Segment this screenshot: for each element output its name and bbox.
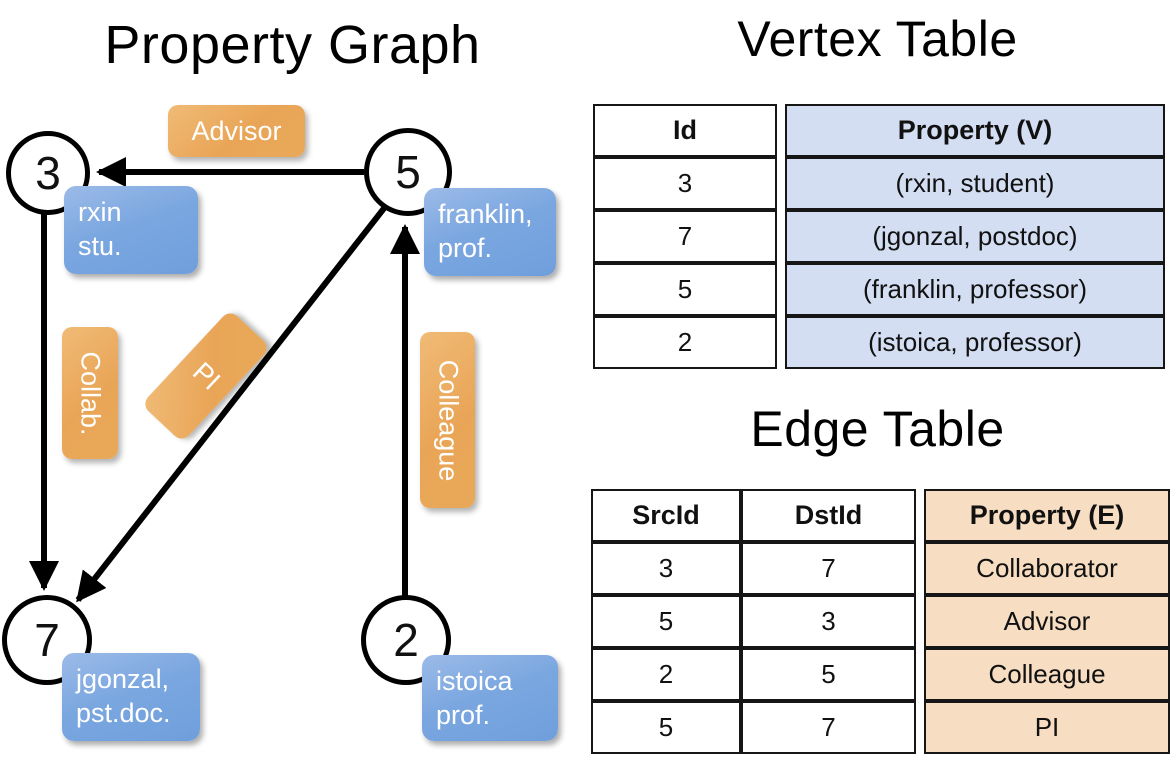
- edge-label-advisor: Advisor: [191, 115, 282, 146]
- page-title-edge-table: Edge Table: [750, 401, 1005, 457]
- edge-label-collab: Collab.: [75, 350, 106, 436]
- table-row[interactable]: 2 (istoica, professor): [593, 316, 1165, 369]
- edge-row-2-dst: 5: [741, 648, 916, 701]
- vertex-table-header-row: Id Property (V): [593, 104, 1165, 157]
- vertex-table-col-id: Id: [593, 104, 777, 157]
- column-gap: [916, 595, 924, 648]
- column-gap: [777, 157, 785, 210]
- edge-row-2-src: 2: [591, 648, 741, 701]
- edge-label-box-collab: Collab.: [62, 327, 118, 459]
- edge-row-1-src: 5: [591, 595, 741, 648]
- vertex-property-box-jgonzal: jgonzal, pst.doc.: [62, 653, 200, 741]
- vertex-property-istoica-line1: istoica: [436, 666, 513, 696]
- edge-label-box-advisor: Advisor: [168, 105, 305, 157]
- table-row[interactable]: 5 7 PI: [591, 701, 1170, 754]
- column-gap: [916, 648, 924, 701]
- column-gap: [777, 104, 785, 157]
- vertex-row-3-property: (istoica, professor): [785, 316, 1165, 369]
- edge-row-3-property: PI: [924, 701, 1170, 754]
- table-row[interactable]: 3 7 Collaborator: [591, 542, 1170, 595]
- vertex-row-0-property: (rxin, student): [785, 157, 1165, 210]
- edge-table-header-row: SrcId DstId Property (E): [591, 489, 1170, 542]
- vertex-property-rxin-line2: stu.: [78, 230, 122, 261]
- table-row[interactable]: 3 (rxin, student): [593, 157, 1165, 210]
- table-row[interactable]: 5 (franklin, professor): [593, 263, 1165, 316]
- vertex-property-rxin-line1: rxin: [78, 197, 122, 227]
- graph-node-2[interactable]: 2: [361, 595, 451, 685]
- edge-row-0-property: Collaborator: [924, 542, 1170, 595]
- vertex-row-1-property: (jgonzal, postdoc): [785, 210, 1165, 263]
- graph-node-2-label: 2: [393, 614, 419, 666]
- edge-table-col-dstid: DstId: [741, 489, 916, 542]
- vertex-table-col-property: Property (V): [785, 104, 1165, 157]
- vertex-row-2-id: 5: [593, 263, 777, 316]
- edge-row-0-dst: 7: [741, 542, 916, 595]
- vertex-row-0-id: 3: [593, 157, 777, 210]
- edge-table-col-srcid: SrcId: [591, 489, 741, 542]
- edge-row-1-dst: 3: [741, 595, 916, 648]
- edge-label-pi: PI: [186, 355, 226, 396]
- graph-node-5-label: 5: [395, 146, 421, 198]
- column-gap: [916, 542, 924, 595]
- vertex-property-box-istoica: istoica prof.: [422, 655, 558, 741]
- vertex-property-istoica-line2: prof.: [436, 699, 491, 730]
- table-row[interactable]: 7 (jgonzal, postdoc): [593, 210, 1165, 263]
- vertex-property-jgonzal-line1: jgonzal,: [76, 664, 170, 694]
- edge-row-0-src: 3: [591, 542, 741, 595]
- column-gap: [916, 701, 924, 754]
- graph-node-7-label: 7: [34, 614, 60, 666]
- property-graph-diagram: 3 5 7 2 rxin stu. franklin, prof. jgonza…: [2, 105, 558, 741]
- page-title-vertex-table: Vertex Table: [737, 11, 1018, 67]
- edge-label-box-colleague: Colleague: [420, 332, 475, 508]
- graph-node-5[interactable]: 5: [364, 128, 452, 216]
- vertex-property-box-franklin: franklin, prof.: [424, 188, 556, 276]
- edge-line-pi: [75, 205, 388, 603]
- vertex-property-franklin-line1: franklin,: [438, 199, 533, 229]
- edge-label-colleague: Colleague: [433, 359, 463, 481]
- edge-table-col-property: Property (E): [924, 489, 1170, 542]
- vertex-row-1-id: 7: [593, 210, 777, 263]
- table-row[interactable]: 5 3 Advisor: [591, 595, 1170, 648]
- vertex-property-franklin-line2: prof.: [438, 232, 493, 263]
- edge-row-3-src: 5: [591, 701, 741, 754]
- graph-node-3-label: 3: [35, 147, 61, 199]
- column-gap: [777, 263, 785, 316]
- vertex-property-jgonzal-line2: pst.doc.: [76, 697, 171, 728]
- column-gap: [777, 210, 785, 263]
- edge-row-2-property: Colleague: [924, 648, 1170, 701]
- vertex-property-box-rxin: rxin stu.: [64, 186, 198, 274]
- vertex-row-3-id: 2: [593, 316, 777, 369]
- vertex-row-2-property: (franklin, professor): [785, 263, 1165, 316]
- column-gap: [777, 316, 785, 369]
- edge-table: SrcId DstId Property (E) 3 7 Collaborato…: [591, 489, 1170, 754]
- page-title-property-graph: Property Graph: [104, 15, 481, 75]
- column-gap: [916, 489, 924, 542]
- edge-row-1-property: Advisor: [924, 595, 1170, 648]
- table-row[interactable]: 2 5 Colleague: [591, 648, 1170, 701]
- graph-edge-lines: [29, 157, 420, 603]
- edge-row-3-dst: 7: [741, 701, 916, 754]
- vertex-table: Id Property (V) 3 (rxin, student) 7 (jgo…: [593, 104, 1165, 369]
